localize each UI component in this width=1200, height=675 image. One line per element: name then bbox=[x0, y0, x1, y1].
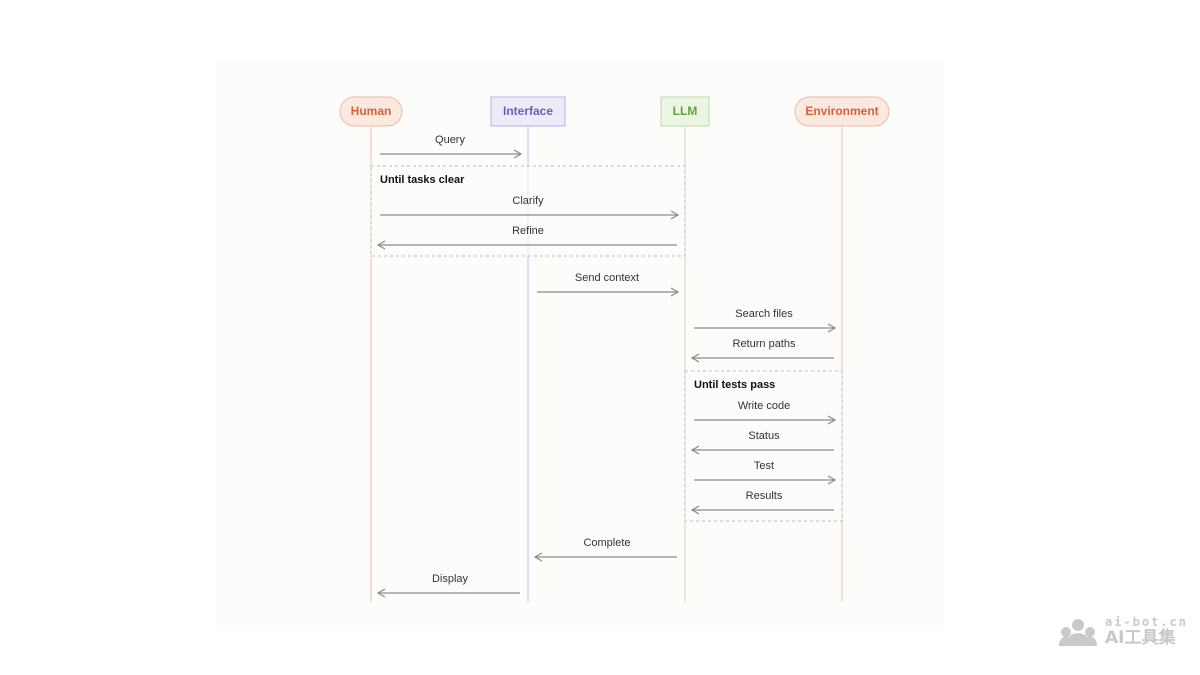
svg-text:Query: Query bbox=[435, 134, 465, 146]
watermark-name: AI工具集 bbox=[1104, 628, 1176, 648]
loop-label-tests: Until tests pass bbox=[694, 379, 775, 391]
message-send-context: Send context bbox=[537, 272, 680, 297]
svg-text:Clarify: Clarify bbox=[512, 195, 544, 207]
watermark-url: ai-bot.cn bbox=[1104, 615, 1188, 629]
svg-text:Human: Human bbox=[351, 104, 392, 118]
message-refine: Refine bbox=[376, 225, 677, 250]
loop-box-tasks bbox=[370, 165, 686, 257]
actor-environment: Environment bbox=[794, 96, 890, 127]
svg-text:Complete: Complete bbox=[583, 537, 630, 549]
svg-text:Display: Display bbox=[432, 573, 469, 585]
actor-human: Human bbox=[339, 96, 403, 127]
svg-text:Return paths: Return paths bbox=[733, 338, 796, 350]
sequence-diagram: Until tasks clear Until tests pass Human… bbox=[339, 96, 890, 602]
message-status: Status bbox=[690, 430, 834, 455]
watermark: ai-bot.cn AI工具集 bbox=[1057, 616, 1188, 647]
svg-text:Search files: Search files bbox=[735, 308, 793, 320]
message-complete: Complete bbox=[533, 537, 677, 562]
message-search-files: Search files bbox=[694, 308, 837, 333]
message-write-code: Write code bbox=[694, 400, 837, 425]
svg-text:Write code: Write code bbox=[738, 400, 790, 412]
loop-box-tests bbox=[684, 370, 843, 522]
message-test: Test bbox=[694, 460, 837, 485]
svg-text:Environment: Environment bbox=[805, 104, 878, 118]
actor-interface: Interface bbox=[490, 96, 566, 127]
svg-text:LLM: LLM bbox=[673, 104, 698, 118]
cloud-people-icon bbox=[1058, 618, 1097, 646]
svg-text:Interface: Interface bbox=[503, 104, 553, 118]
message-display: Display bbox=[376, 573, 520, 598]
svg-text:Send context: Send context bbox=[575, 272, 639, 284]
message-results: Results bbox=[690, 490, 834, 515]
diagram-canvas: Until tasks clear Until tests pass Human… bbox=[215, 60, 945, 630]
loop-label-tasks: Until tasks clear bbox=[380, 174, 465, 186]
message-return-paths: Return paths bbox=[690, 338, 834, 363]
message-clarify: Clarify bbox=[380, 195, 680, 220]
svg-text:Results: Results bbox=[746, 490, 783, 502]
svg-text:Status: Status bbox=[748, 430, 780, 442]
svg-text:Test: Test bbox=[754, 460, 774, 472]
actor-llm: LLM bbox=[660, 96, 710, 127]
message-query: Query bbox=[380, 134, 523, 159]
svg-text:Refine: Refine bbox=[512, 225, 544, 237]
